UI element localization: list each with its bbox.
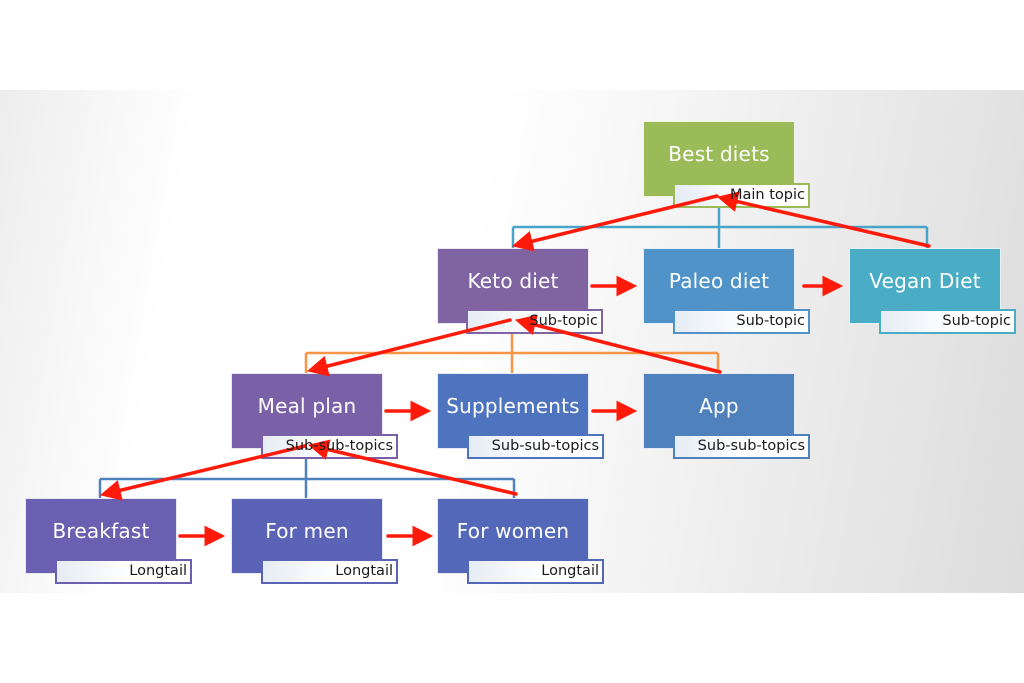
node-title: App: [699, 394, 739, 418]
node-tag-sub-sub-topics: Sub-sub-topics: [467, 434, 604, 459]
node-title: For women: [456, 519, 570, 543]
node-title: Paleo diet: [668, 269, 770, 293]
node-tag-sub-topic: Sub-topic: [466, 309, 603, 334]
node-tag-sub-topic: Sub-topic: [673, 309, 810, 334]
node-tag-longtail: Longtail: [261, 559, 398, 584]
node-tag-sub-sub-topics: Sub-sub-topics: [261, 434, 398, 459]
node-title: Meal plan: [257, 394, 357, 418]
node-tag-sub-sub-topics: Sub-sub-topics: [673, 434, 810, 459]
node-tag-longtail: Longtail: [467, 559, 604, 584]
node-meal-plan[interactable]: Meal plan: [231, 373, 383, 449]
node-title: Keto diet: [467, 269, 559, 293]
node-title: Supplements: [446, 394, 580, 418]
node-tag-sub-topic: Sub-topic: [879, 309, 1016, 334]
node-title: Best diets: [668, 142, 770, 166]
node-tag-longtail: Longtail: [55, 559, 192, 584]
node-title: Vegan Diet: [869, 269, 981, 293]
node-title: For men: [265, 519, 349, 543]
node-tag-main-topic: Main topic: [673, 183, 810, 208]
node-title: Breakfast: [52, 519, 150, 543]
